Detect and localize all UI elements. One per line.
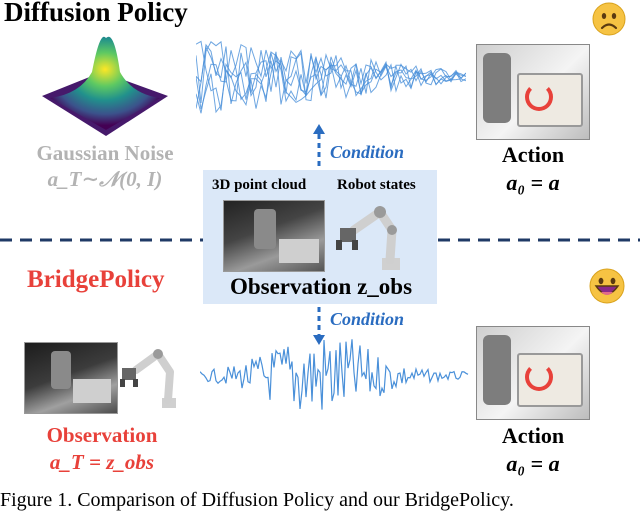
condition-arrow-up: [313, 124, 325, 166]
observation-point-cloud-image: [24, 342, 118, 414]
action-label-top: Action: [501, 142, 565, 167]
action-image-bottom: [476, 326, 590, 420]
point-cloud-label: 3D point cloud: [212, 177, 307, 193]
action-block-bottom: Action a₀ = a: [478, 422, 588, 478]
observation-robot-icon: [120, 349, 176, 408]
noise-trajectory-line: [196, 50, 466, 114]
condition-label-top: Condition: [330, 142, 405, 162]
gaussian-surface-icon: [42, 36, 168, 136]
sad-face-icon: [592, 2, 626, 36]
diffusion-policy-title: Diffusion Policy: [4, 0, 188, 27]
action-formula-top: a₀ = a: [506, 170, 560, 195]
observation-block: Observation a_T = z_obs: [22, 422, 182, 476]
action-formula-bottom: a₀ = a: [506, 451, 560, 476]
bridge-waveform-plot: [200, 339, 469, 410]
noise-formula: a_T∼𝒩(0, I): [47, 167, 163, 191]
observation-formula: a_T = z_obs: [49, 450, 155, 474]
bridge-waveform-line: [200, 339, 469, 410]
noise-label-line1: Gaussian Noise: [36, 141, 174, 165]
divider-dashed-line: [0, 238, 640, 242]
gaussian-noise-label: Gaussian Noise a_T∼𝒩(0, I): [20, 140, 190, 192]
action-label-bottom: Action: [501, 423, 565, 448]
point-cloud-image: [223, 200, 325, 272]
bridgepolicy-title: BridgePolicy: [27, 266, 165, 293]
condition-arrow-down: [313, 307, 325, 345]
condition-label-bottom: Condition: [330, 309, 405, 329]
observation-label: Observation: [46, 423, 158, 447]
noisy-trajectory-plot: [196, 40, 466, 114]
figure-caption: Figure 1. Comparison of Diffusion Policy…: [0, 489, 514, 511]
action-image-top: [476, 44, 590, 140]
robot-states-label: Robot states: [337, 177, 416, 193]
observation-title: Observation z_obs: [229, 274, 413, 299]
noise-trajectory-line: [196, 45, 466, 105]
happy-face-icon: [589, 268, 625, 304]
noise-trajectory-line: [196, 40, 466, 111]
robot-arm-icon: [336, 206, 400, 270]
action-block-top: Action a₀ = a: [478, 141, 588, 197]
noise-trajectory-line: [196, 43, 466, 109]
